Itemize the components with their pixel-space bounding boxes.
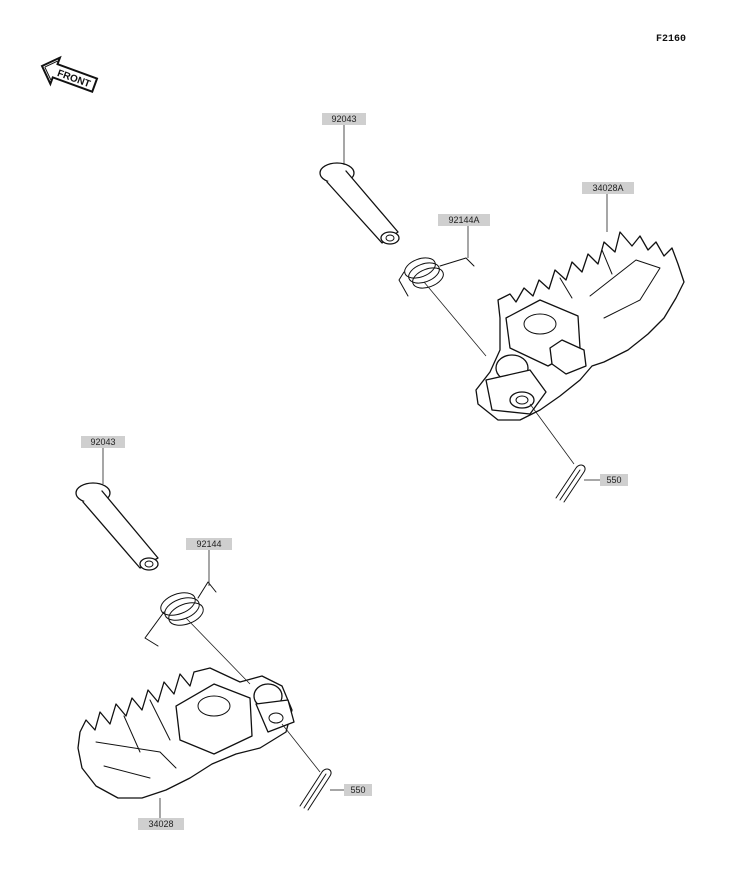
leader-cotter-upper bbox=[529, 403, 575, 465]
cotter-pin-lower-part bbox=[299, 768, 332, 811]
callout-spring-lower-label: 92144 bbox=[196, 539, 221, 549]
callout-pin-upper-label: 92043 bbox=[331, 114, 356, 124]
callout-peg-lower: 34028 bbox=[138, 818, 184, 830]
leader-spring-to-peg-lower bbox=[185, 617, 251, 685]
front-arrow-icon: FRONT bbox=[40, 55, 99, 94]
cotter-pin-upper-part bbox=[555, 464, 586, 503]
callout-cotter-upper: 550 bbox=[600, 474, 628, 486]
pin-upper-part bbox=[319, 162, 400, 245]
callout-peg-upper-label: 34028A bbox=[592, 183, 623, 193]
foot-peg-lower-part bbox=[77, 667, 295, 799]
callout-spring-upper-label: 92144A bbox=[448, 215, 479, 225]
figure-id: F2160 bbox=[656, 34, 686, 45]
leader-cotter-lower bbox=[281, 723, 321, 773]
spring-lower-part bbox=[144, 581, 217, 647]
callout-peg-upper: 34028A bbox=[582, 182, 634, 194]
spring-upper-part bbox=[398, 257, 475, 297]
foot-peg-upper-part bbox=[475, 231, 685, 421]
callout-pin-upper: 92043 bbox=[322, 113, 366, 125]
callout-peg-lower-label: 34028 bbox=[148, 819, 173, 829]
pin-lower-part bbox=[75, 482, 159, 571]
callout-pin-lower: 92043 bbox=[81, 436, 125, 448]
callout-cotter-lower-label: 550 bbox=[350, 785, 365, 795]
callout-pin-lower-label: 92043 bbox=[90, 437, 115, 447]
callout-spring-upper: 92144A bbox=[438, 214, 490, 226]
callout-spring-lower: 92144 bbox=[186, 538, 232, 550]
leader-spring-to-peg-upper bbox=[423, 281, 487, 357]
callout-cotter-lower: 550 bbox=[344, 784, 372, 796]
callout-cotter-upper-label: 550 bbox=[606, 475, 621, 485]
